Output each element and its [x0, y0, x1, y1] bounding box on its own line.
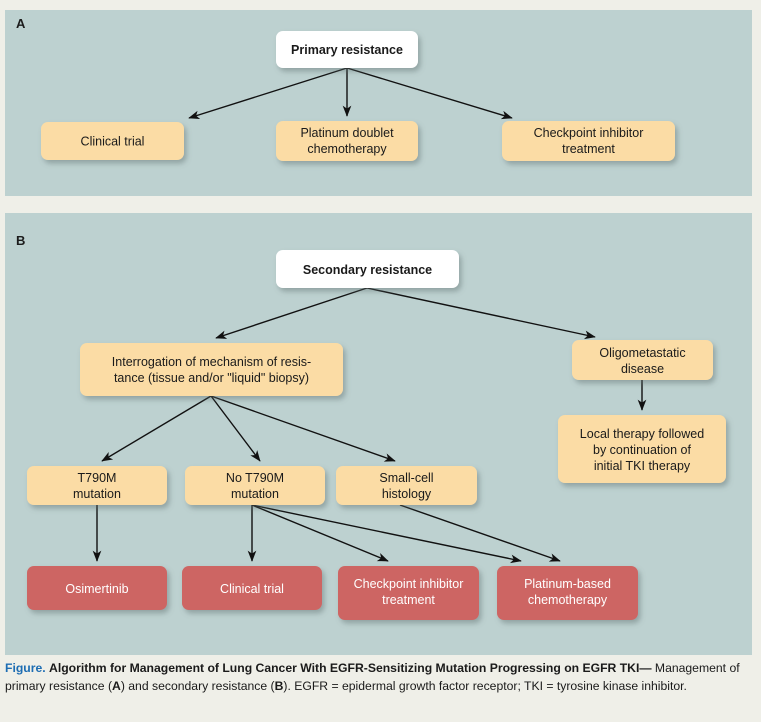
node-b-clinical-trial-box	[182, 566, 322, 610]
node-local-therapy-box	[558, 415, 726, 483]
edge-secondary-to-oligometastatic	[366, 287, 596, 340]
node-osimertinib[interactable]: Osimertinib	[27, 566, 167, 610]
node-a-platinum-doublet-box	[276, 121, 418, 161]
edge-interrogation-to-small-cell	[210, 395, 396, 462]
edge-interrogation-to-t790m	[101, 395, 212, 462]
caption-body-part-2: ) and secondary resistance (	[120, 678, 275, 693]
node-b-clinical-trial-label: Clinical trial	[220, 582, 284, 596]
edge-primary-to-clinical-trial	[188, 67, 348, 120]
caption-panel-ref-b: B	[274, 678, 284, 693]
node-secondary-resistance-label: Secondary resistance	[303, 263, 432, 277]
node-primary-resistance-box	[276, 31, 418, 68]
node-a-checkpoint-inhibitor-box	[502, 121, 675, 161]
node-secondary-resistance[interactable]: Secondary resistance	[276, 250, 459, 288]
panel-b-letter: B	[16, 233, 25, 248]
caption-body-part-3: ). EGFR = epidermal growth factor recept…	[283, 678, 687, 693]
edge-small-cell-to-platinum	[399, 504, 561, 562]
caption-lead: Figure.	[5, 661, 46, 675]
node-t790m-box	[27, 466, 167, 505]
node-secondary-resistance-box	[276, 250, 459, 288]
caption-title: Algorithm for Management of Lung Cancer …	[49, 661, 652, 675]
node-interrogation-box	[80, 343, 343, 396]
panel-a-letter: A	[16, 16, 26, 31]
caption-body-part-1: Management of primary resistance (	[5, 661, 740, 693]
node-osimertinib-box	[27, 566, 167, 610]
node-platinum-based-box	[497, 566, 638, 620]
edge-no-t790m-to-checkpoint	[251, 504, 389, 562]
edge-primary-to-checkpoint	[346, 67, 513, 120]
node-interrogation-label: Interrogation of mechanism of resis-tanc…	[112, 355, 311, 385]
node-a-clinical-trial-box	[41, 122, 184, 160]
figure-caption: Figure. Algorithm for Management of Lung…	[5, 660, 755, 695]
node-small-cell-box	[336, 466, 477, 505]
node-b-checkpoint-box	[338, 566, 479, 620]
node-oligometastatic-box	[572, 340, 713, 380]
node-primary-resistance-label: Primary resistance	[291, 43, 403, 57]
node-a-clinical-trial-label: Clinical trial	[81, 135, 145, 149]
node-interrogation-of-mechanism[interactable]: Interrogation of mechanism of resis-tanc…	[80, 343, 343, 396]
node-a-clinical-trial[interactable]: Clinical trial	[41, 122, 184, 160]
edge-interrogation-to-no-t790m	[210, 395, 261, 462]
node-no-t790m-box	[185, 466, 325, 505]
edge-secondary-to-interrogation	[215, 287, 368, 339]
node-primary-resistance[interactable]: Primary resistance	[276, 31, 418, 68]
caption-panel-ref-a: A	[112, 678, 121, 693]
node-b-clinical-trial[interactable]: Clinical trial	[182, 566, 322, 610]
node-osimertinib-label: Osimertinib	[65, 582, 128, 596]
edge-no-t790m-to-platinum	[251, 504, 522, 564]
